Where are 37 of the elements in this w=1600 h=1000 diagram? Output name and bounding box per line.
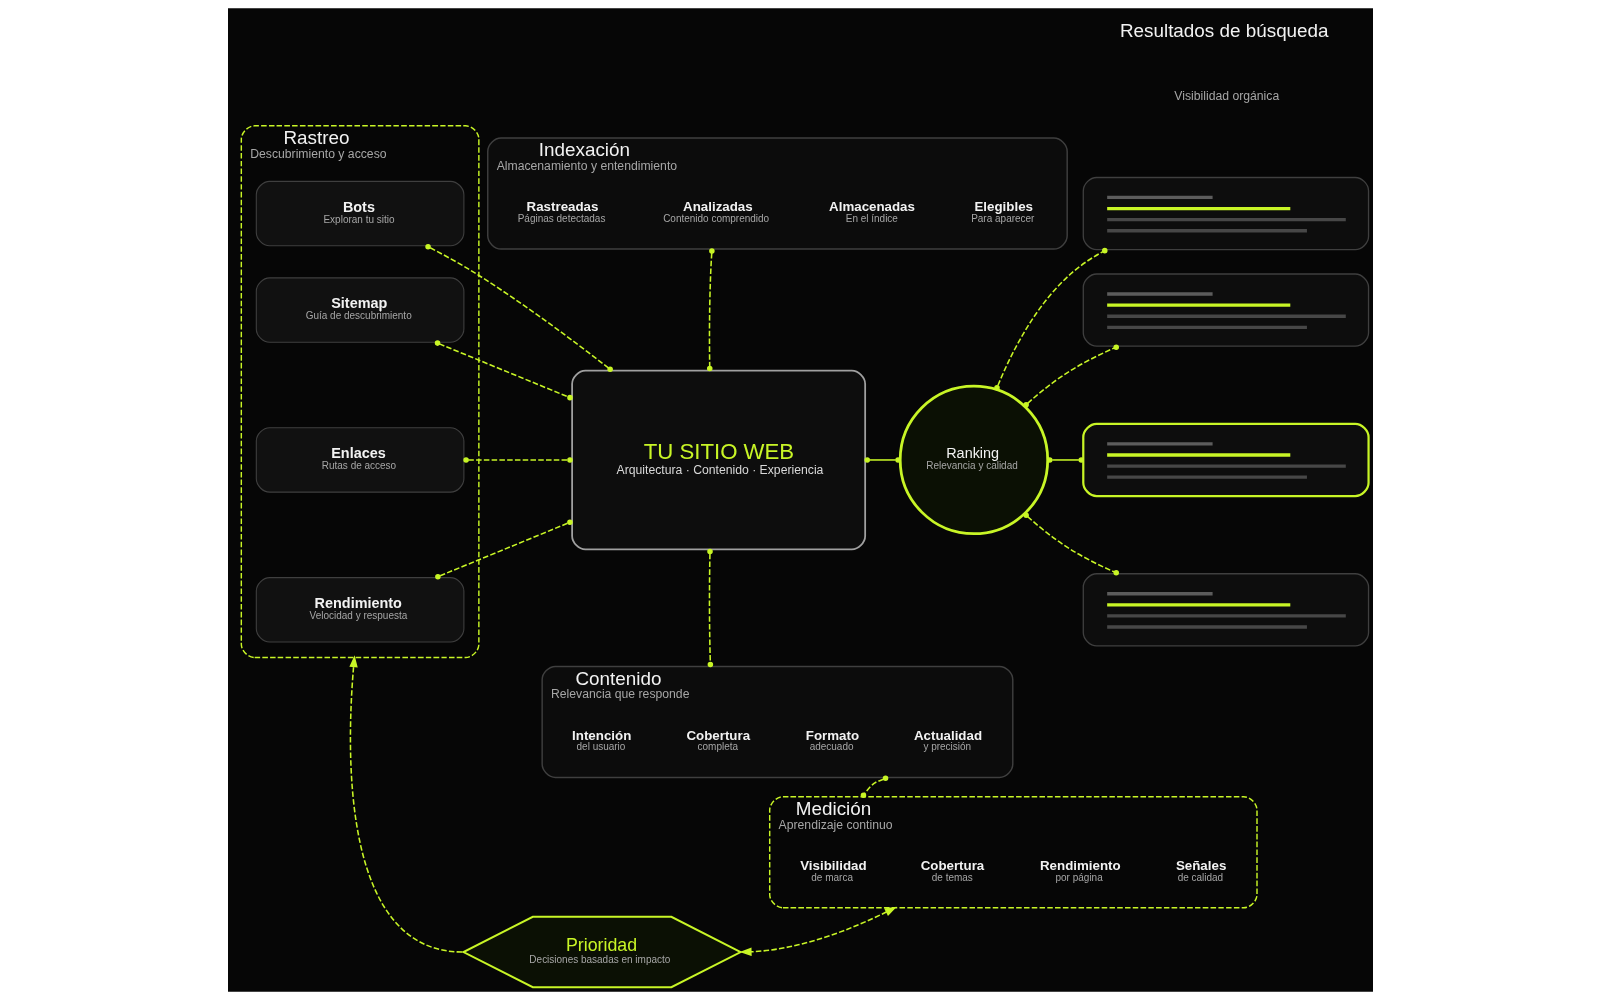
arrow <box>739 906 897 956</box>
node-text: Elegibles Para aparecer <box>970 199 1034 225</box>
connector <box>1046 457 1084 463</box>
connector <box>1022 344 1119 408</box>
node-text: Rastreadas Páginas detectadas <box>517 199 605 225</box>
connector <box>706 248 715 372</box>
node-text: Almacenadas En el índice <box>828 199 915 225</box>
node-box <box>1081 422 1370 498</box>
label: Visibilidad orgánica <box>1173 89 1279 104</box>
connector <box>993 247 1108 391</box>
connector <box>424 243 613 373</box>
node-text: Actualidad y precisión <box>913 727 982 753</box>
node-box <box>1082 273 1369 347</box>
connector <box>462 457 573 463</box>
connector <box>860 775 888 798</box>
node-box: Bots Exploran tu sitio <box>255 180 464 247</box>
node-text: Cobertura de temas <box>920 858 984 883</box>
connector <box>863 457 901 463</box>
node-text: Cobertura completa <box>685 727 750 753</box>
arrow <box>348 655 463 953</box>
connector <box>1022 512 1119 576</box>
node-text: Visibilidad de marca <box>799 858 867 883</box>
node-text: Señales de calidad <box>1175 858 1226 883</box>
node-text: Analizadas Contenido comprendido <box>662 199 769 225</box>
node-text: Rendimiento por página <box>1039 858 1121 883</box>
node-box: TU SITIO WEB Arquitectura · Contenido · Experiencia <box>570 369 866 551</box>
node-text: Formato adecuado <box>805 727 859 753</box>
node-box: Sitemap Guía de descubrimiento <box>255 277 464 343</box>
node-box <box>1082 176 1369 251</box>
connector <box>706 548 713 668</box>
connector <box>434 519 573 580</box>
node-box: Rendimiento Velocidad y respuesta <box>255 577 464 643</box>
node-box <box>1082 573 1369 647</box>
node-text: Intención del usuario <box>571 727 631 753</box>
node-box: Enlaces Rutas de acceso <box>255 427 464 493</box>
label: Resultados de búsqueda <box>1119 20 1329 42</box>
connector <box>434 340 573 401</box>
